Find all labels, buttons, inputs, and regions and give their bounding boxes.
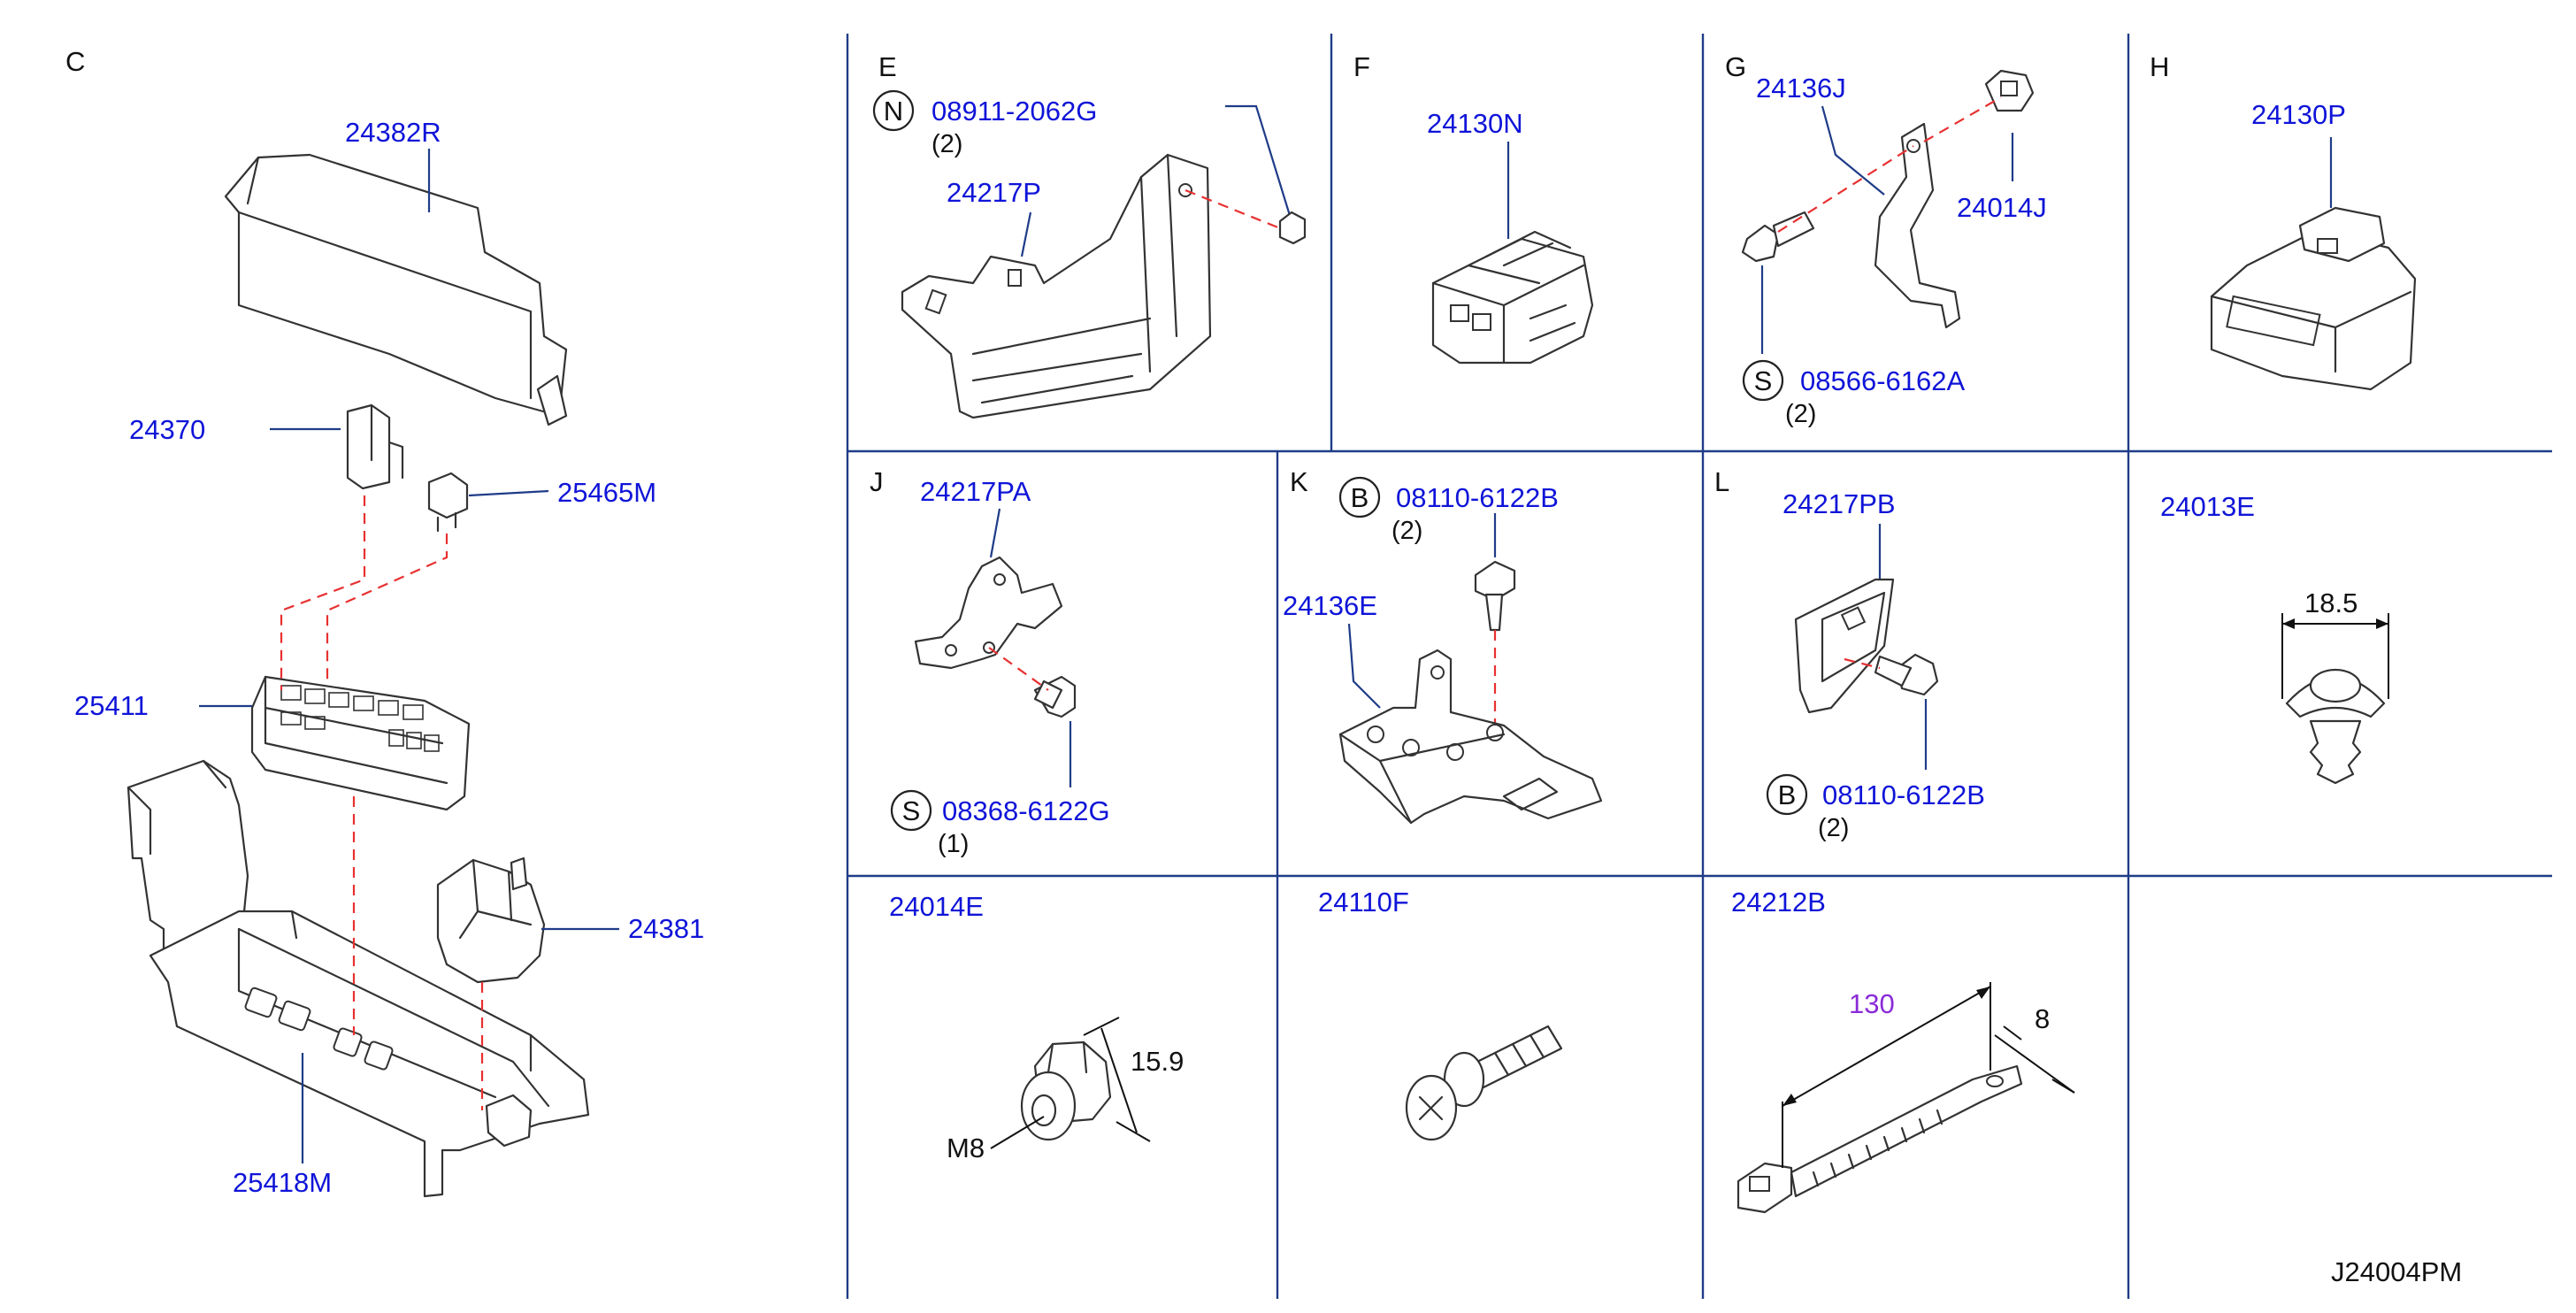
dimension-24013e: 18.5	[2304, 587, 2358, 618]
badge-circle-e	[872, 89, 915, 132]
part-number-24217pb: 24217PB	[1782, 488, 1896, 519]
badge-l: B	[1778, 779, 1797, 810]
section-g: G 24136J 24014J S 08566-6162A (2)	[1725, 51, 2047, 428]
badge-g: S	[1754, 365, 1773, 396]
part-number-24110f: 24110F	[1318, 887, 1409, 918]
badge-circle-j	[890, 789, 932, 832]
bolt-24110f	[1405, 1025, 1563, 1141]
part-number-24381: 24381	[628, 913, 704, 944]
qty-k: (2)	[1392, 517, 1422, 545]
cable-tie-24212b	[1736, 1064, 2023, 1214]
section-label-l: L	[1714, 466, 1729, 497]
badge-j: S	[902, 795, 921, 826]
section-l: L 24217PB B 08110-6122B (2)	[1714, 466, 1985, 842]
section-label-e: E	[878, 51, 897, 82]
clip-24013e	[2285, 668, 2386, 785]
part-number-25465m: 25465M	[557, 477, 656, 508]
connector-24130p	[2210, 206, 2417, 391]
part-number-25411: 25411	[74, 690, 149, 721]
fuse-block-25411: 25411	[74, 675, 471, 811]
section-grid	[846, 34, 2552, 1299]
section-24013e: 24013E 18.5	[2160, 491, 2389, 785]
relay-holder-24381: 24381	[436, 856, 704, 984]
bolt-l	[1874, 653, 1939, 696]
bolt-number-k: 08110-6122B	[1396, 482, 1559, 513]
qty-e: (2)	[932, 130, 962, 158]
section-24110f: 24110F	[1318, 887, 1563, 1141]
clip-24014j	[1984, 69, 2035, 112]
section-label-h: H	[2150, 51, 2169, 82]
badge-circle-k	[1338, 476, 1381, 518]
bolt-number-j: 08368-6122G	[942, 795, 1110, 826]
part-number-24370: 24370	[129, 414, 205, 445]
section-24212b: 24212B 130 8	[1731, 887, 2075, 1214]
badge-circle-g	[1742, 359, 1784, 402]
part-number-24130p: 24130P	[2251, 99, 2346, 130]
bolt-j	[1033, 675, 1077, 718]
bolt-number-g: 08566-6162A	[1800, 365, 1965, 396]
width-dimension-24212b: 8	[2035, 1003, 2050, 1034]
part-number-24136e: 24136E	[1283, 590, 1377, 621]
assembly-guides-c	[280, 495, 484, 1110]
section-e: E N 08911-2062G (2) 24217P	[872, 51, 1307, 419]
bracket-24217p	[901, 153, 1307, 419]
bracket-24217pb	[1794, 578, 1895, 714]
part-number-24014j: 24014J	[1957, 192, 2047, 223]
bolt-k	[1474, 560, 1516, 632]
bolt-number-e: 08911-2062G	[932, 96, 1097, 127]
section-f: F 24130N	[1353, 51, 1594, 365]
connector-24130n	[1431, 230, 1594, 365]
length-dimension-24212b: 130	[1849, 988, 1895, 1019]
thread-size-24014e: M8	[947, 1133, 985, 1163]
section-label-f: F	[1353, 51, 1370, 82]
bolt-g	[1741, 211, 1815, 263]
badge-k: B	[1351, 482, 1369, 513]
bracket-25418m: 25418M	[126, 759, 590, 1198]
nut-24014e	[1020, 1040, 1112, 1141]
bracket-24217pa	[914, 556, 1063, 670]
bracket-24136j	[1874, 122, 1961, 329]
qty-j: (1)	[938, 830, 969, 858]
part-number-25418m: 25418M	[233, 1167, 332, 1198]
part-number-24014e: 24014E	[889, 891, 984, 922]
part-number-24130n: 24130N	[1427, 108, 1523, 139]
section-h: H 24130P	[2150, 51, 2417, 391]
qty-l: (2)	[1818, 814, 1849, 842]
relay-24370: 24370	[129, 403, 404, 490]
part-number-24382r: 24382R	[345, 117, 441, 148]
bracket-24136e	[1338, 649, 1603, 825]
section-24014e: 24014E 15.9 M8	[889, 891, 1184, 1163]
section-label-j: J	[870, 466, 884, 497]
bolt-number-l: 08110-6122B	[1822, 779, 1985, 810]
qty-g: (2)	[1785, 400, 1816, 428]
part-number-24212b: 24212B	[1731, 887, 1826, 918]
fuse-25465m: 25465M	[427, 472, 656, 533]
part-number-24217p: 24217P	[947, 177, 1041, 208]
section-label-g: G	[1725, 51, 1746, 82]
section-label-k: K	[1290, 466, 1308, 497]
section-k: K B 08110-6122B (2) 24136E	[1283, 466, 1603, 825]
section-label-c: C	[65, 46, 85, 77]
part-number-24217pa: 24217PA	[920, 476, 1031, 507]
fuse-box-cover: 24382R	[224, 117, 568, 426]
badge-circle-l	[1766, 773, 1808, 816]
section-j: J 24217PA S 08368-6122G (1)	[870, 466, 1110, 858]
part-number-24136j: 24136J	[1756, 73, 1846, 104]
dimension-24014e: 15.9	[1131, 1046, 1184, 1077]
figure-code: J24004PM	[2331, 1256, 2462, 1287]
section-c: C 24382R 24370 25465M	[65, 46, 704, 1198]
badge-e: N	[884, 96, 903, 127]
part-number-24013e: 24013E	[2160, 491, 2255, 522]
